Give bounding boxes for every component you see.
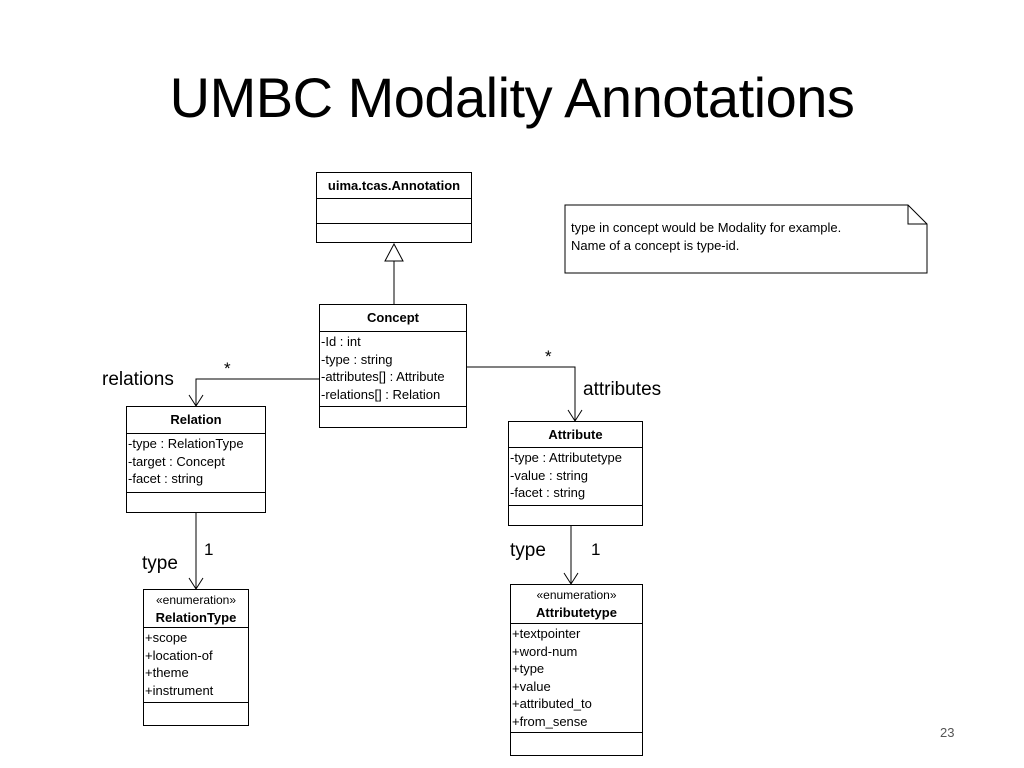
attributes-role-label: attributes bbox=[583, 379, 662, 400]
attribute-type-literal: +word-num bbox=[512, 643, 578, 659]
concept-class-box: Concept -Id : int -type : string -attrib… bbox=[319, 304, 467, 428]
annotation-attributes-compartment bbox=[317, 199, 471, 224]
relations-association-line bbox=[195, 378, 320, 406]
attribute-type-name: Attributetype bbox=[536, 605, 617, 620]
relation-attr: -facet : string bbox=[128, 471, 204, 486]
relations-multiplicity: * bbox=[224, 359, 231, 378]
relation-attributes: -type : RelationType -target : Concept -… bbox=[127, 434, 265, 493]
note-fold bbox=[907, 205, 927, 225]
attribute-attr: -type : Attributetype bbox=[510, 450, 623, 465]
relation-type-name: RelationType bbox=[155, 610, 237, 625]
attribute-type-header: «enumeration» Attributetype bbox=[511, 585, 642, 624]
relation-type-enum-box: «enumeration» RelationType +scope +locat… bbox=[143, 589, 249, 726]
attribute-type-literals: +textpointer +word-num +type +value +att… bbox=[511, 624, 642, 733]
relation-class-name: Relation bbox=[127, 407, 265, 434]
concept-attributes: -Id : int -type : string -attributes[] :… bbox=[320, 332, 466, 407]
attribute-type-literal: +textpointer bbox=[512, 626, 581, 641]
slide-title: UMBC Modality Annotations bbox=[169, 66, 855, 129]
attribute-type-literal: +attributed_to bbox=[512, 696, 592, 711]
concept-class-name: Concept bbox=[320, 305, 466, 332]
relation-attr: -target : Concept bbox=[128, 453, 225, 469]
page-number: 23 bbox=[940, 725, 955, 740]
attribute-type-multiplicity: 1 bbox=[591, 540, 601, 559]
attribute-class-box: Attribute -type : Attributetype -value :… bbox=[508, 421, 643, 526]
relation-type-multiplicity: 1 bbox=[204, 540, 214, 559]
attribute-class-name: Attribute bbox=[509, 422, 642, 448]
attribute-type-literal: +type bbox=[512, 661, 545, 676]
relation-class-box: Relation -type : RelationType -target : … bbox=[126, 406, 266, 513]
note-text: type in concept would be Modality for ex… bbox=[571, 219, 841, 255]
attribute-attributes: -type : Attributetype -value : string -f… bbox=[509, 448, 642, 506]
attribute-type-literal: +value bbox=[512, 678, 551, 694]
relation-type-header: «enumeration» RelationType bbox=[144, 590, 248, 628]
relation-type-literal: +scope bbox=[145, 630, 188, 645]
annotation-class-box: uima.tcas.Annotation bbox=[316, 172, 472, 243]
relation-type-literals: +scope +location-of +theme +instrument bbox=[144, 628, 248, 703]
attribute-type-role-label: type bbox=[510, 540, 546, 561]
attribute-type-enum-box: «enumeration» Attributetype +textpointer… bbox=[510, 584, 643, 756]
generalization-arrowhead bbox=[384, 242, 404, 262]
relation-type-role-label: type bbox=[142, 553, 178, 574]
note-line-2: Name of a concept is type-id. bbox=[571, 238, 740, 253]
annotation-class-name: uima.tcas.Annotation bbox=[317, 173, 471, 199]
concept-attr: -attributes[] : Attribute bbox=[321, 369, 445, 384]
attribute-type-literal: +from_sense bbox=[512, 713, 588, 729]
concept-attr: -type : string bbox=[321, 351, 393, 367]
relation-attr: -type : RelationType bbox=[128, 436, 244, 451]
note-shape bbox=[564, 204, 928, 274]
note-line-1: type in concept would be Modality for ex… bbox=[571, 220, 842, 235]
relation-type-literal: +theme bbox=[145, 665, 189, 680]
attributes-association-line bbox=[467, 366, 576, 421]
relation-type-stereotype: «enumeration» bbox=[155, 593, 237, 607]
relations-role-label: relations bbox=[102, 369, 174, 390]
relation-type-literal: +location-of bbox=[145, 647, 213, 663]
attribute-type-stereotype: «enumeration» bbox=[536, 588, 617, 602]
diagram-note: type in concept would be Modality for ex… bbox=[565, 205, 927, 273]
attribute-attr: -value : string bbox=[510, 467, 589, 483]
relation-type-literal: +instrument bbox=[145, 682, 214, 698]
attribute-attr: -facet : string bbox=[510, 485, 586, 500]
concept-attr: -relations[] : Relation bbox=[321, 386, 441, 402]
concept-attr: -Id : int bbox=[321, 334, 361, 349]
attributes-multiplicity: * bbox=[545, 347, 552, 366]
